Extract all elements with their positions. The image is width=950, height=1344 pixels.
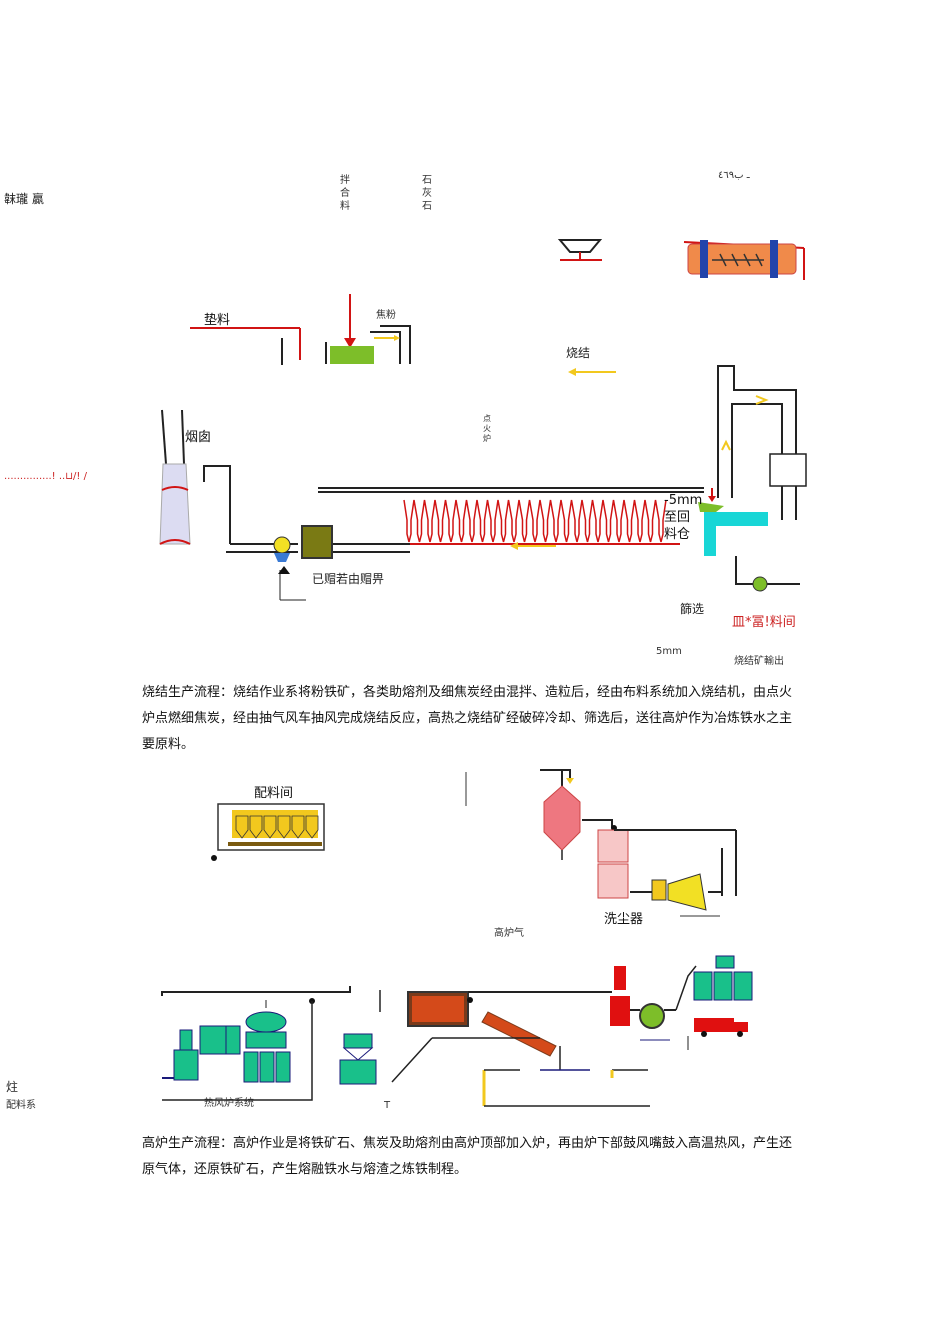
gas-main-line <box>161 986 381 1101</box>
upper-hopper <box>557 239 603 261</box>
storage-bin <box>235 815 249 839</box>
small-stove <box>339 1033 377 1085</box>
coke-label: 焦粉 <box>376 310 396 321</box>
top-left-label: 韎瓏 贏 <box>4 192 44 206</box>
hot-stoves <box>162 1000 291 1083</box>
hot-stove-label: 热风炉系统 <box>204 1098 254 1109</box>
bottom-right-label: 烧结矿輸出 <box>734 656 784 667</box>
rotary-drum-mixer <box>683 240 805 280</box>
return-conveyor <box>717 365 807 520</box>
storage-bin <box>291 815 305 839</box>
blast-furnace-description: 高炉生产流程：高炉作业是将铁矿石、焦炭及助熔剂由高炉顶部加入炉，再由炉下部鼓风嘴… <box>142 1136 793 1177</box>
screen-label: 篩选 <box>680 602 705 616</box>
five-mm-label: 5mm <box>656 646 682 657</box>
left-side-label: ...............! ..⊔/! / <box>4 471 87 482</box>
bedding-label: 垫料 <box>204 313 231 328</box>
storage-bin <box>263 815 277 839</box>
sinter-label: 烧结 <box>566 346 591 360</box>
storage-bin <box>277 815 291 839</box>
storage-pile-label: 皿*冨!料间 <box>732 615 796 630</box>
storage-bins <box>211 803 325 861</box>
mixing-hopper <box>325 294 411 364</box>
sinter-machine <box>318 487 704 550</box>
storage-label: 配料间 <box>254 786 294 801</box>
fan-label: 已赗若由赗畀 <box>312 572 385 586</box>
chimney-label: 烟囱 <box>185 430 212 445</box>
windbox-row <box>403 499 667 543</box>
dust-catcher-label: 洗尘器 <box>604 912 644 927</box>
bin-label: 料仓 <box>664 527 691 542</box>
minus-5mm-label: -5mm <box>664 493 703 508</box>
sinter-process-diagram <box>159 239 807 601</box>
crusher-and-cooler <box>698 488 800 592</box>
top-right-label: ـ ب٤٦٩ <box>718 170 750 181</box>
left-label-1: 炷 <box>6 1080 19 1094</box>
blast-furnace-diagram <box>161 769 753 1107</box>
mixing-material-label: 拌合料 <box>340 175 350 212</box>
storage-bin <box>305 815 319 839</box>
sinter-return-arrow <box>568 368 616 376</box>
storage-bin <box>249 815 263 839</box>
ignition-furnace-label: 点火炉 <box>483 414 491 443</box>
left-label-2: 配料系 <box>6 1100 36 1111</box>
gas-cleaning-and-transport <box>610 955 753 1050</box>
chimney <box>159 409 191 545</box>
bedding-feed-line <box>190 327 301 365</box>
exhaust-fan <box>273 536 291 574</box>
dust-collector <box>301 525 333 559</box>
furnace-and-conveyor <box>391 991 650 1107</box>
sintering-description: 烧结生产流程：烧结作业系将粉铁矿，各类助熔剂及细焦炭经由混拌、造粒后，经由布料系… <box>142 685 793 752</box>
dust-catcher <box>540 769 737 917</box>
return-label: 至回 <box>664 510 691 525</box>
t-label: T <box>384 1100 391 1111</box>
bf-gas-label: 高炉气 <box>494 928 524 939</box>
limestone-label: 石灰石 <box>422 175 432 212</box>
